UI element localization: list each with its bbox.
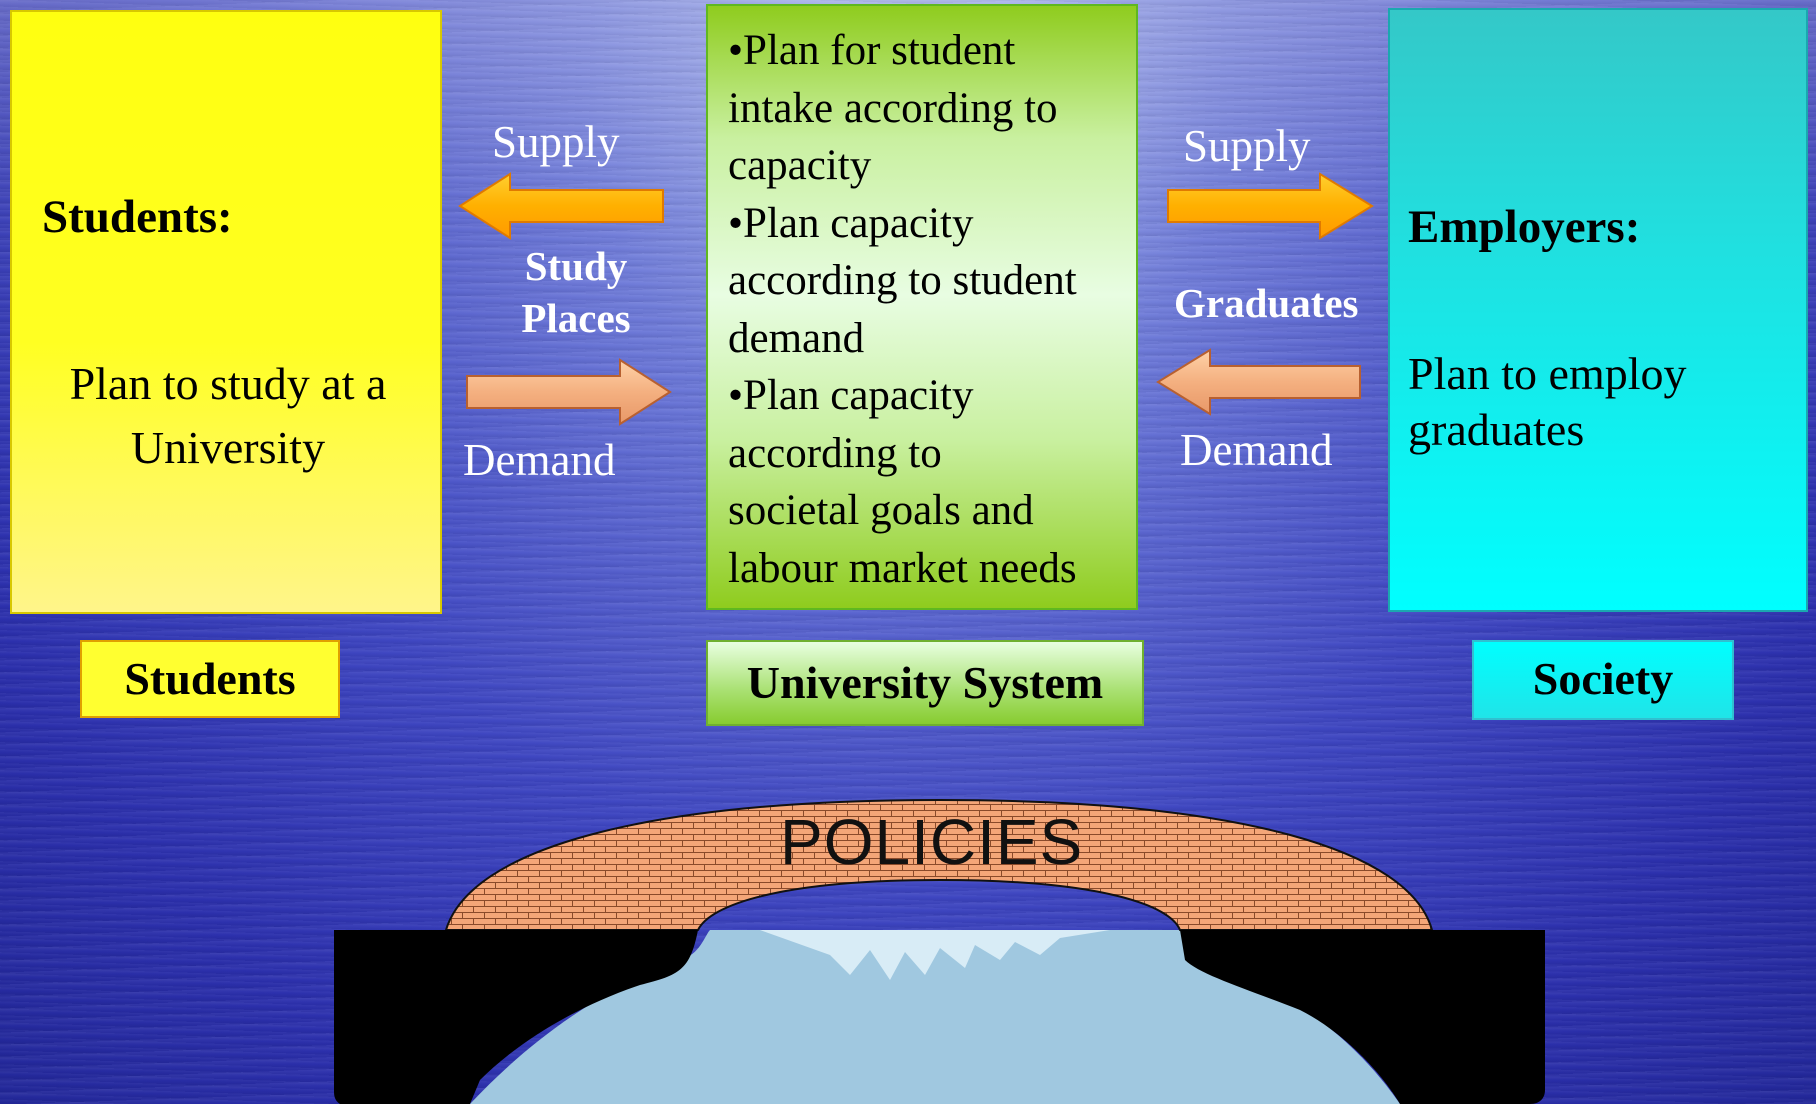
water-splash (760, 930, 1110, 980)
right-supply-label: Supply (1183, 121, 1311, 171)
left-supply-label: Supply (492, 117, 620, 167)
university-line: societal goals and (728, 487, 1034, 534)
university-system-label: University System (706, 640, 1144, 726)
employers-box-body-line2: graduates (1408, 404, 1585, 455)
employers-box-body-line1: Plan to employ (1408, 348, 1687, 399)
employers-box-title: Employers: (1408, 201, 1641, 253)
right-demand-arrow (1156, 348, 1361, 416)
left-demand-label: Demand (463, 435, 616, 485)
society-label: Society (1472, 640, 1734, 720)
employers-box: Employers: Plan to employ graduates (1388, 8, 1808, 612)
employers-box-body: Plan to employ graduates (1408, 346, 1687, 458)
university-line: intake according to (728, 84, 1058, 132)
right-graduates-label: Graduates (1174, 280, 1359, 326)
university-line: according to (728, 429, 942, 477)
left-demand-arrow (466, 358, 672, 426)
bridge-policies-text: POLICIES (780, 806, 1084, 878)
university-line: •Plan capacity (728, 372, 974, 419)
students-box-title: Students: (42, 191, 233, 243)
university-line: •Plan capacity (728, 199, 974, 247)
bridge-arch (444, 798, 1434, 931)
left-supply-arrow (458, 172, 664, 240)
students-box-body-line1: Plan to study at a (69, 358, 387, 409)
students-box-body: Plan to study at a University (12, 352, 444, 480)
left-study-places-label: Study Places (506, 240, 646, 344)
right-demand-label: Demand (1180, 425, 1333, 475)
university-box-list: •Plan for student intake according to ca… (728, 22, 1134, 597)
right-supply-arrow (1167, 172, 1374, 240)
university-box: •Plan for student intake according to ca… (706, 4, 1138, 610)
university-line: capacity (728, 142, 872, 189)
university-line: demand (728, 314, 865, 362)
left-riverbank (334, 930, 698, 1104)
study-places-line2: Places (521, 295, 631, 341)
university-line: according to student (728, 257, 1077, 304)
university-line: •Plan for student (728, 27, 1016, 74)
students-box-body-line2: University (130, 422, 326, 473)
study-places-line1: Study (524, 243, 628, 289)
university-line: labour market needs (728, 544, 1077, 592)
right-riverbank (1180, 930, 1545, 1104)
students-box: Students: Plan to study at a University (10, 10, 442, 614)
river-water (470, 930, 1400, 1104)
students-label: Students (80, 640, 340, 718)
